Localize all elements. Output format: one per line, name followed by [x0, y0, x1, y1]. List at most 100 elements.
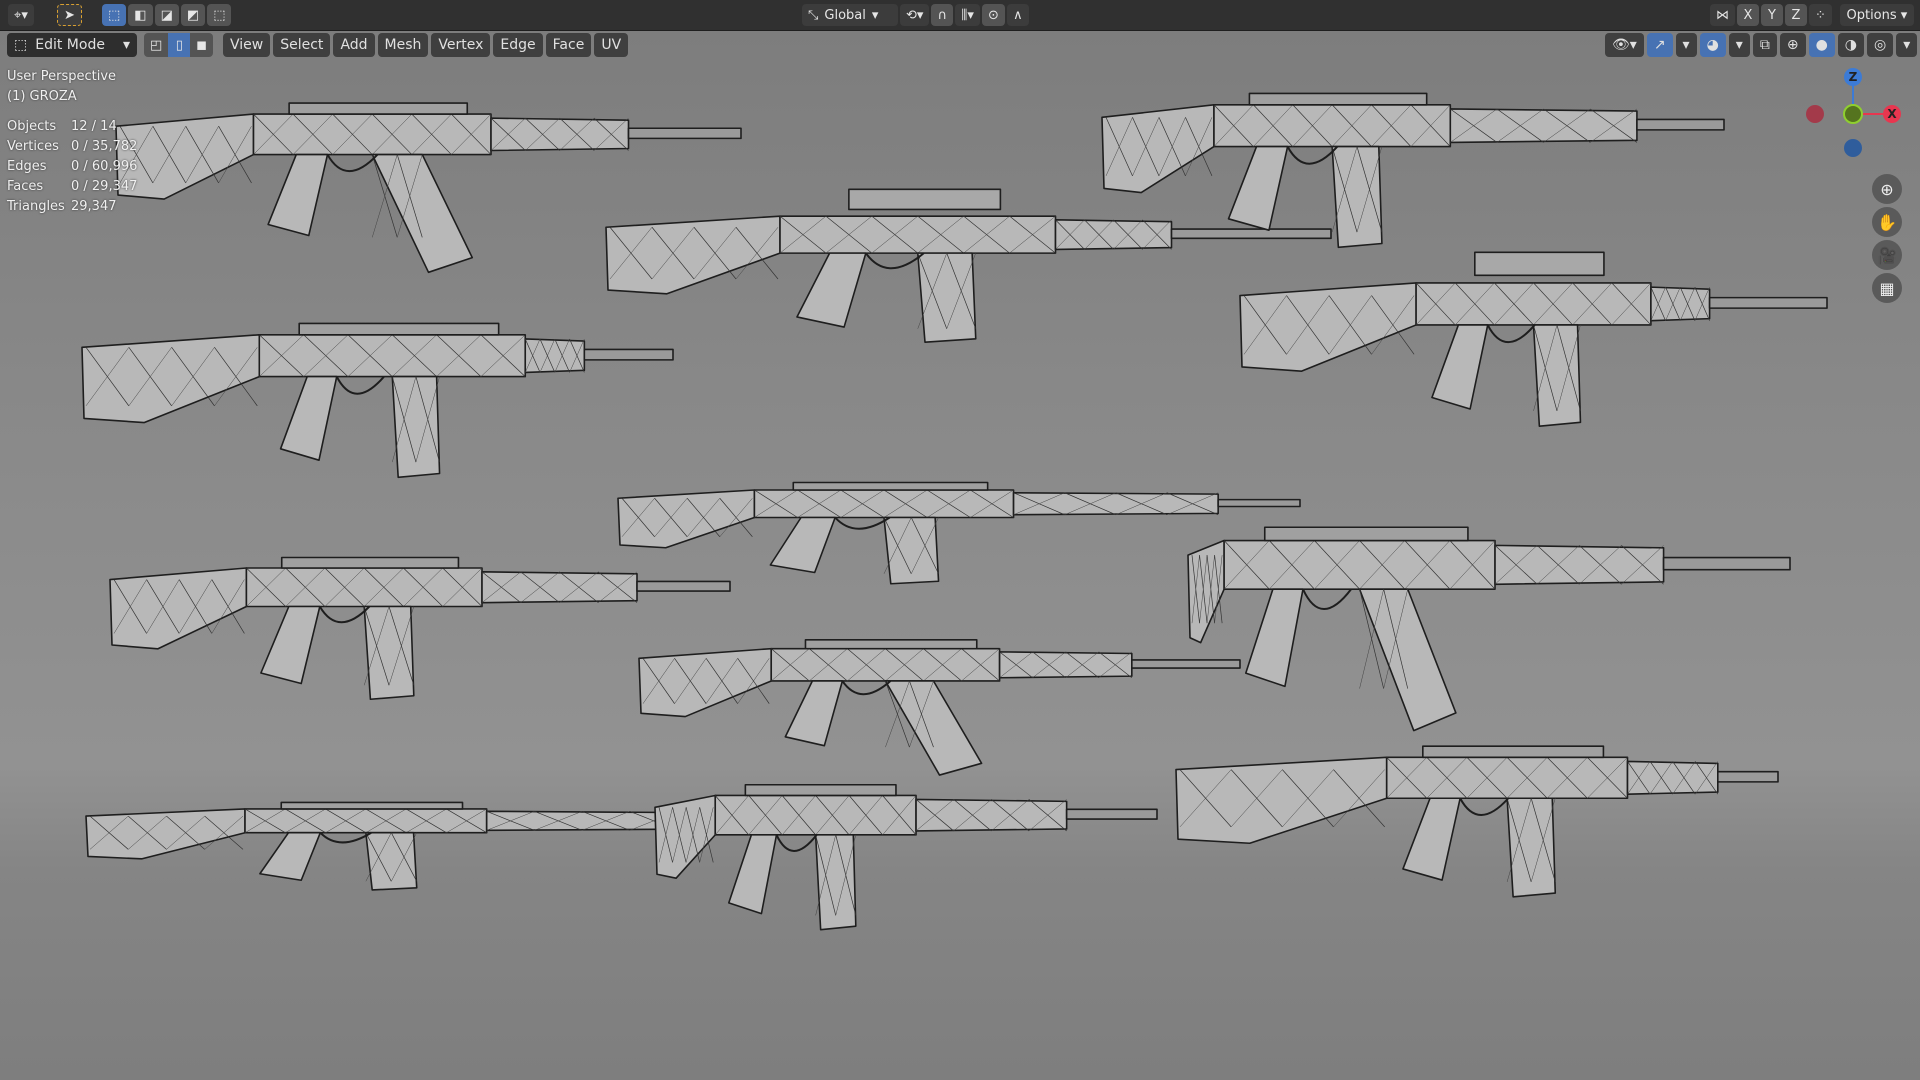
viewport-info: User Perspective (1) GROZA	[7, 67, 116, 107]
tool-header: ⌖▾ ➤ ⬚ ◧ ◪ ◩ ⬚ ⤡Global▾ ⟲▾ ∩ ⫼▾ ⊙ ∧ ⋈ X …	[0, 0, 1920, 31]
edge-select-mode[interactable]: ▯	[168, 33, 191, 57]
face-select-mode[interactable]: ◼	[190, 33, 214, 57]
rifle-aug[interactable]	[1239, 251, 1828, 427]
gizmo-dropdown[interactable]: ▾	[1675, 33, 1697, 57]
neg-z-axis-handle[interactable]	[1844, 139, 1862, 157]
mode-dropdown[interactable]: ⬚Edit Mode▾	[7, 33, 137, 57]
rifle-groza[interactable]	[1187, 526, 1791, 732]
rifle-m4[interactable]	[1101, 92, 1725, 249]
snap-target-dropdown[interactable]: ⫼▾	[955, 4, 980, 26]
rifle-scar[interactable]	[109, 556, 731, 701]
proportional-edit-toggle[interactable]: ⊙	[981, 4, 1005, 26]
x-axis-handle[interactable]: X	[1883, 105, 1901, 123]
menu-view[interactable]: View	[223, 33, 271, 57]
ortho-toggle-button[interactable]: ▦	[1872, 273, 1902, 303]
overlays-icon: ◕	[1706, 37, 1719, 53]
stat-label: Faces	[7, 179, 44, 194]
shading-solid[interactable]: ●	[1808, 33, 1835, 57]
overlays-toggle[interactable]: ◕	[1699, 33, 1726, 57]
overlays-dropdown[interactable]: ▾	[1728, 33, 1750, 57]
z-axis-handle[interactable]: Z	[1844, 68, 1862, 86]
shading-rendered[interactable]: ◎	[1867, 33, 1894, 57]
active-object-name: (1) GROZA	[7, 89, 77, 104]
select-invert-button[interactable]: ◩	[180, 4, 206, 26]
zoom-in-icon: ⊕	[1880, 179, 1894, 199]
menu-vertex[interactable]: Vertex	[431, 33, 491, 57]
shading-material[interactable]: ◑	[1837, 33, 1864, 57]
chevron-down-icon: ▾	[1735, 37, 1743, 53]
gizmo-toggle[interactable]: ↗	[1646, 33, 1673, 57]
falloff-dropdown[interactable]: ∧	[1006, 4, 1029, 26]
menu-face[interactable]: Face	[545, 33, 592, 57]
mirror-x-toggle[interactable]: X	[1737, 4, 1759, 26]
face-mode-icon: ◼	[196, 37, 208, 53]
select-intersect-button[interactable]: ⬚	[207, 4, 232, 26]
select-new-button[interactable]: ⬚	[102, 4, 127, 26]
visibility-dropdown[interactable]: 👁▾	[1605, 33, 1644, 57]
editor-type-button[interactable]: ⌖▾	[8, 4, 34, 26]
pivot-point-dropdown[interactable]: ⟲▾	[900, 4, 930, 26]
stat-label: Edges	[7, 159, 47, 174]
hand-icon: ✋	[1877, 212, 1897, 232]
gizmo-icon: ↗	[1653, 37, 1666, 53]
extend-icon: ◧	[134, 7, 147, 23]
stat-label: Triangles	[7, 199, 65, 214]
options-label: Options	[1846, 7, 1897, 23]
xray-toggle[interactable]: ⧉	[1752, 33, 1777, 57]
neg-x-axis-handle[interactable]	[1806, 105, 1824, 123]
stat-value: 29,347	[71, 199, 117, 214]
material-sphere-icon: ◑	[1844, 37, 1857, 53]
magnet-icon: ∩	[937, 7, 948, 23]
topology-mirror-button[interactable]: ⁘	[1809, 4, 1832, 26]
mirror-y-toggle[interactable]: Y	[1761, 4, 1783, 26]
pan-button[interactable]: ✋	[1872, 207, 1902, 237]
vertex-select-mode[interactable]: ◰	[144, 33, 169, 57]
view-name: User Perspective	[7, 69, 117, 84]
rifle-f2000[interactable]	[1175, 745, 1779, 898]
z-axis-line	[1852, 78, 1854, 110]
y-axis-handle[interactable]	[1843, 104, 1863, 124]
snap-toggle[interactable]: ∩	[931, 4, 954, 26]
rifle-m16-scoped[interactable]	[605, 188, 1332, 343]
select-subtract-button[interactable]: ◪	[154, 4, 179, 26]
subtract-icon: ◪	[160, 7, 173, 23]
chevron-down-icon: ▾	[1903, 37, 1911, 53]
chevron-down-icon: ▾	[122, 37, 130, 53]
zoom-button[interactable]: ⊕	[1872, 174, 1902, 204]
chevron-down-icon: ▾	[1682, 37, 1690, 53]
mirror-z-toggle[interactable]: Z	[1785, 4, 1807, 26]
options-dropdown[interactable]: Options ▾	[1839, 4, 1914, 26]
stat-value: 0 / 60,996	[71, 159, 138, 174]
rifle-ak47[interactable]	[115, 102, 742, 274]
grid-icon: ▦	[1879, 278, 1895, 298]
vertex-mode-icon: ◰	[150, 37, 163, 53]
select-extend-button[interactable]: ◧	[128, 4, 153, 26]
transform-orientation-dropdown[interactable]: ⤡Global▾	[802, 4, 898, 26]
proportional-icon: ⊙	[987, 7, 999, 23]
camera-view-button[interactable]: 🎥	[1872, 240, 1902, 270]
menu-mesh[interactable]: Mesh	[377, 33, 429, 57]
rifle-famas[interactable]	[81, 322, 674, 479]
rifle-fal[interactable]	[617, 481, 1301, 585]
snap-increment-icon: ⫼▾	[961, 7, 974, 23]
orientation-label: Global	[824, 7, 866, 23]
shading-dropdown[interactable]: ▾	[1896, 33, 1918, 57]
stat-row: Edges 0 / 60,996	[7, 157, 137, 177]
menu-add[interactable]: Add	[333, 33, 375, 57]
shading-wireframe[interactable]: ⊕	[1779, 33, 1806, 57]
rifle-ak74[interactable]	[638, 639, 1241, 776]
editor-type-icon: ⌖▾	[14, 7, 28, 23]
rifle-g36[interactable]	[654, 783, 1158, 931]
rifle-m14[interactable]	[85, 801, 723, 891]
mirror-icon-button[interactable]: ⋈	[1710, 4, 1735, 26]
menu-uv[interactable]: UV	[594, 33, 629, 57]
select-tool-button[interactable]: ➤	[57, 4, 82, 26]
menu-select[interactable]: Select	[273, 33, 331, 57]
select-box-icon: ⬚	[108, 7, 121, 23]
menu-edge[interactable]: Edge	[493, 33, 543, 57]
topology-icon: ⁘	[1815, 7, 1826, 23]
